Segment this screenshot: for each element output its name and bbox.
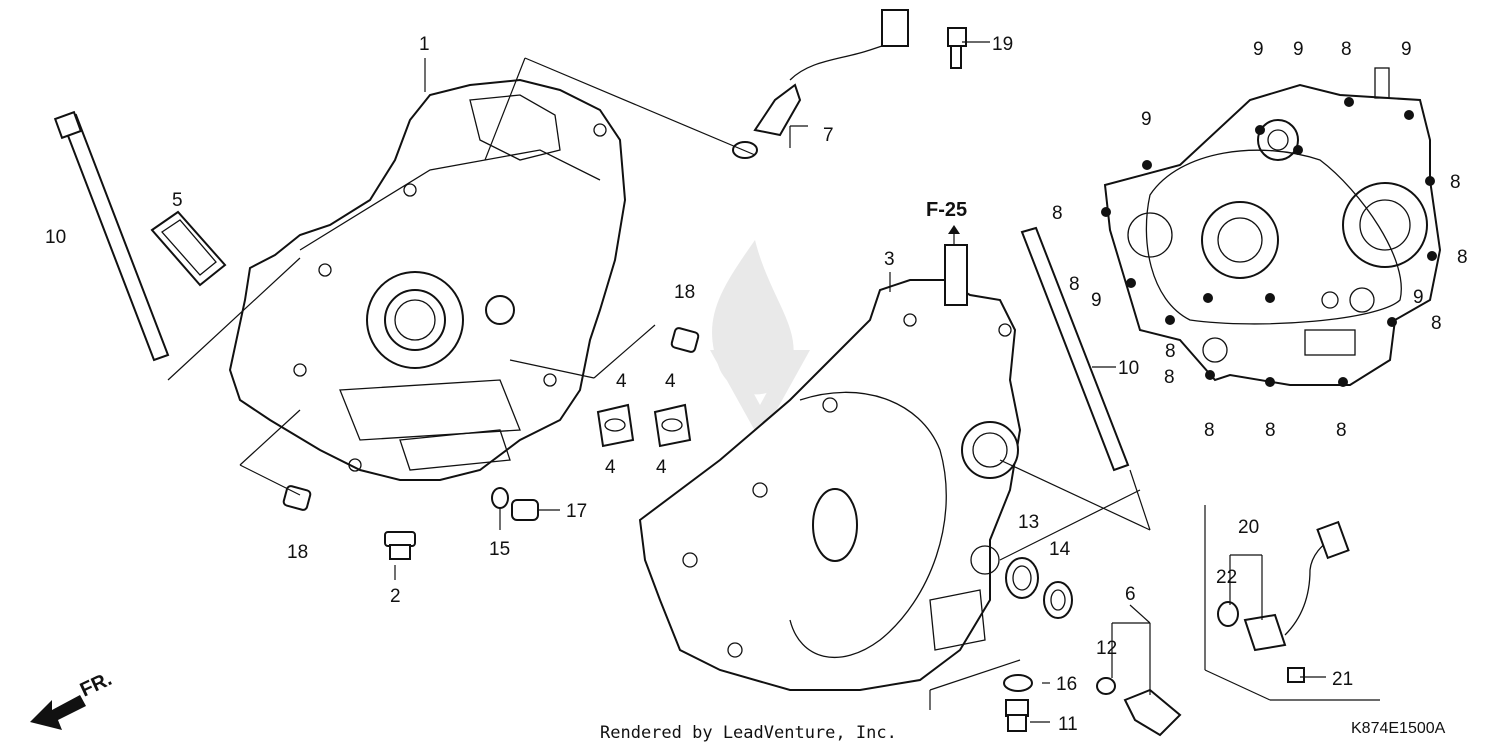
callout-12[interactable]: 12 [1096, 638, 1117, 659]
inset-callout[interactable]: 9 [1293, 39, 1304, 60]
inset-callout[interactable]: 8 [1336, 420, 1347, 441]
callout-15[interactable]: 15 [489, 539, 510, 560]
needle-bearing [1005, 557, 1039, 599]
dowel-pin-bottom [282, 485, 312, 511]
callout-2[interactable]: 2 [390, 586, 401, 607]
gear-position-sensor [1243, 520, 1350, 652]
callout-3[interactable]: 3 [884, 249, 895, 270]
callout-4b[interactable]: 4 [665, 371, 676, 392]
inset-callout[interactable]: 8 [1265, 420, 1276, 441]
callout-14[interactable]: 14 [1049, 539, 1071, 560]
sensor-bolt [947, 27, 967, 69]
watermark-logo [710, 240, 810, 440]
callout-7[interactable]: 7 [823, 125, 834, 146]
crank-bearing-b [653, 403, 692, 448]
stud-bolt-left [53, 110, 170, 362]
inset-callout[interactable]: 8 [1457, 247, 1468, 268]
callouts: 1 2 3 4 4 4 4 5 6 7 10 10 11 12 13 14 15… [45, 34, 1353, 735]
inset-callout[interactable]: 8 [1341, 39, 1352, 60]
o-ring-22 [1217, 601, 1239, 627]
inset-callout[interactable]: 8 [1069, 274, 1080, 295]
inset-callouts: 9 9 8 9 9 8 8 8 8 9 9 8 8 8 8 8 8 [1052, 39, 1468, 441]
left-crankcase-half [228, 78, 627, 481]
callout-4c[interactable]: 4 [605, 457, 616, 478]
oil-seal [1043, 581, 1073, 619]
diagram-code: K874E1500A [1351, 720, 1446, 737]
oil-strainer-screen [150, 210, 227, 287]
crank-bearing-a [596, 403, 635, 448]
drain-plug [384, 531, 416, 560]
washer-12 [1096, 677, 1116, 695]
inset-callout[interactable]: 8 [1165, 341, 1176, 362]
section-reference[interactable]: F-25 [926, 199, 967, 234]
callout-16[interactable]: 16 [1056, 674, 1077, 695]
bolt-21 [1287, 667, 1305, 683]
inset-callout[interactable]: 9 [1253, 39, 1264, 60]
callout-17[interactable]: 17 [566, 501, 587, 522]
dowel-17 [511, 499, 539, 521]
bolt-11 [1005, 699, 1029, 732]
dowel-pin-top [670, 327, 700, 353]
right-crankcase-half [638, 244, 1022, 691]
inset-callout[interactable]: 9 [1091, 290, 1102, 311]
inset-callout[interactable]: 8 [1450, 172, 1461, 193]
callout-21[interactable]: 21 [1332, 669, 1353, 690]
stud-bolt-right [1020, 226, 1130, 472]
speed-sensor [732, 9, 909, 159]
callout-6[interactable]: 6 [1125, 584, 1136, 605]
callout-10-left[interactable]: 10 [45, 227, 66, 248]
callout-20[interactable]: 20 [1238, 517, 1259, 538]
inset-callout[interactable]: 9 [1141, 109, 1152, 130]
front-direction-arrow: FR. [30, 668, 115, 730]
callout-19[interactable]: 19 [992, 34, 1013, 55]
inset-callout[interactable]: 8 [1052, 203, 1063, 224]
callout-1[interactable]: 1 [419, 34, 430, 55]
crankcase-inset-view [1103, 67, 1442, 386]
callout-18-bottom[interactable]: 18 [287, 542, 308, 563]
callout-5[interactable]: 5 [172, 190, 183, 211]
inset-callout[interactable]: 8 [1431, 313, 1442, 334]
inset-callout[interactable]: 8 [1164, 367, 1175, 388]
washer-16 [1003, 674, 1033, 692]
leader-lines [167, 41, 1380, 723]
callout-10-right[interactable]: 10 [1118, 358, 1139, 379]
inset-callout[interactable]: 9 [1413, 287, 1424, 308]
neutral-switch [1123, 688, 1182, 737]
sealing-washer [491, 487, 509, 509]
callout-18-top[interactable]: 18 [674, 282, 695, 303]
callout-11[interactable]: 11 [1058, 714, 1078, 735]
inset-bolt-dots [1101, 97, 1437, 387]
callout-13[interactable]: 13 [1018, 512, 1039, 533]
render-credit: Rendered by LeadVenture, Inc. [600, 723, 897, 743]
reference-link: F-25 [926, 199, 967, 221]
inset-callout[interactable]: 8 [1204, 420, 1215, 441]
callout-22[interactable]: 22 [1216, 567, 1237, 588]
callout-4a[interactable]: 4 [616, 371, 627, 392]
fr-label: FR. [77, 668, 115, 702]
callout-4d[interactable]: 4 [656, 457, 667, 478]
inset-callout[interactable]: 9 [1401, 39, 1412, 60]
